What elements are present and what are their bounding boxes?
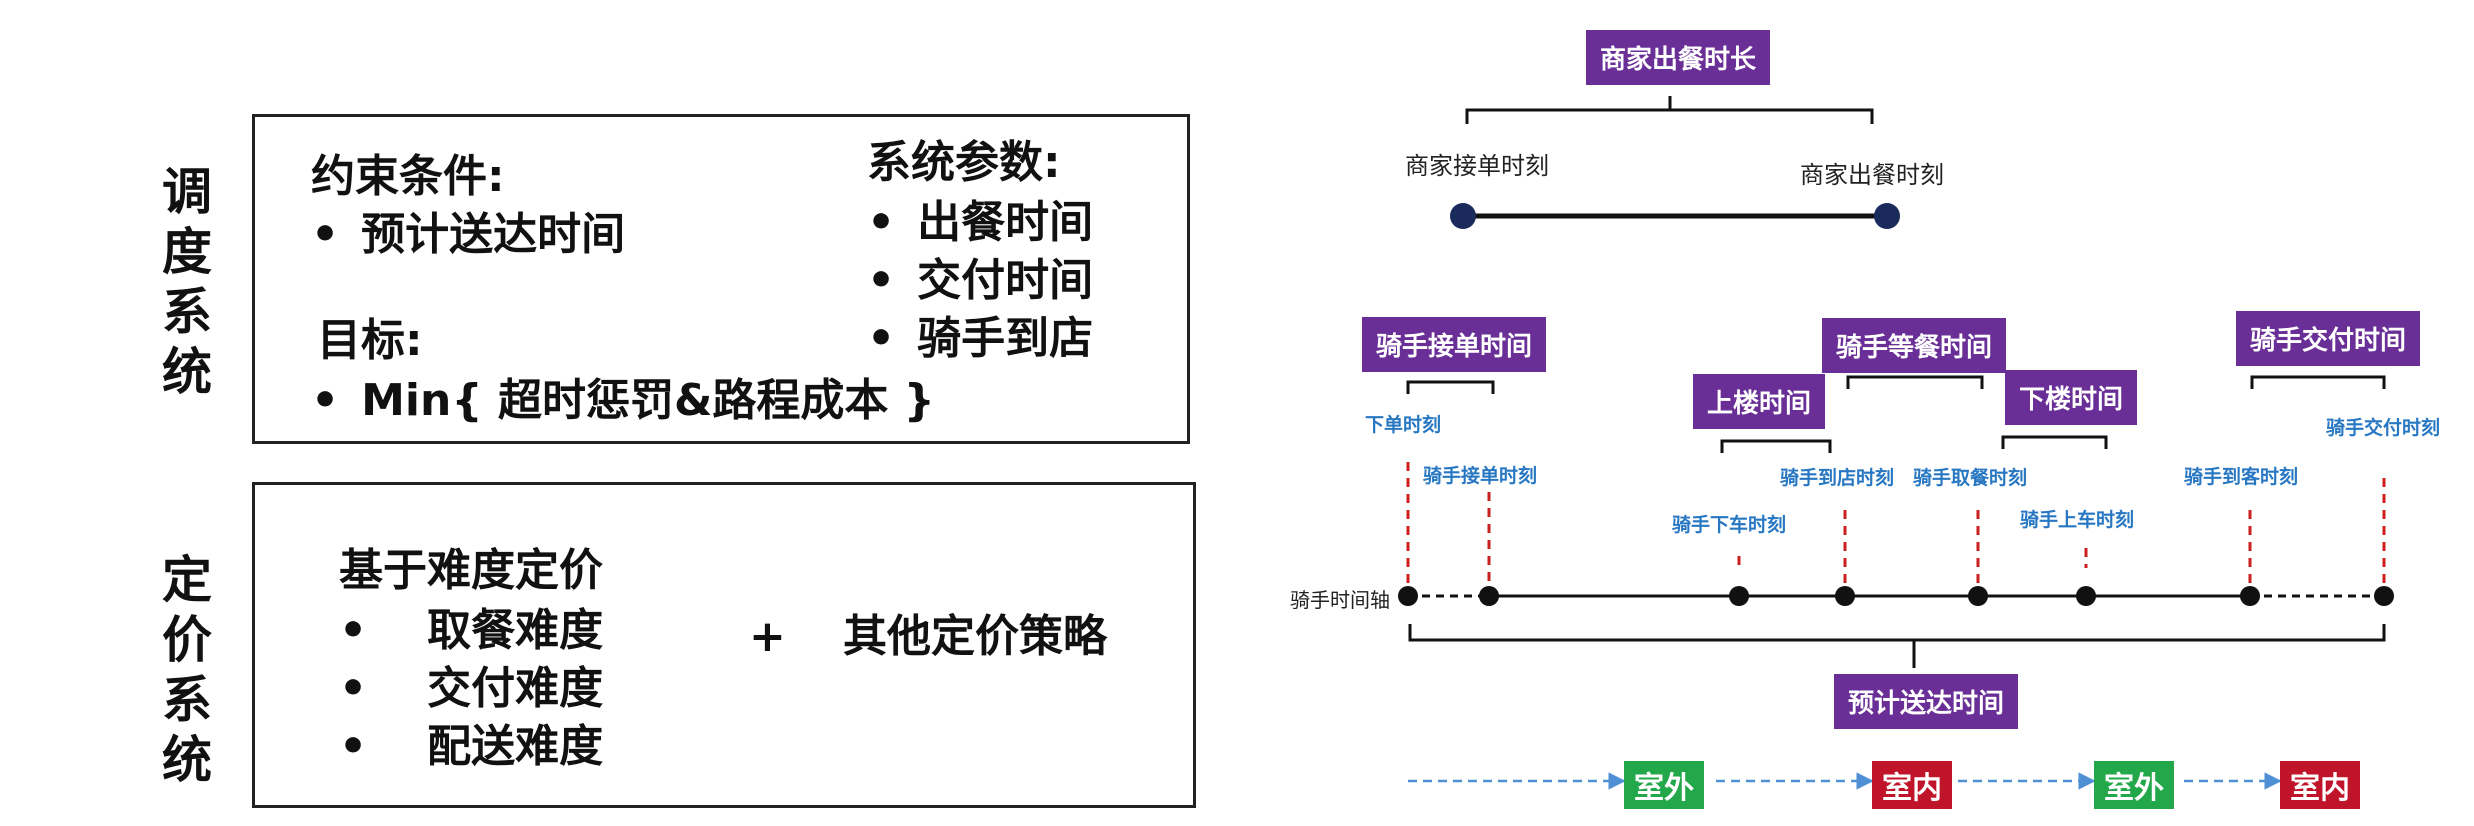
- order-moment: 下单时刻: [1365, 414, 1442, 436]
- goal-title: 目标:: [317, 315, 423, 366]
- dispatch-label-char: 统: [162, 343, 212, 401]
- merchant-duration-tag: 商家出餐时长: [1586, 30, 1771, 85]
- wait-duration-tag: 骑手等餐时间: [1822, 318, 2007, 373]
- other-pricing-strategies: 其他定价策略: [843, 611, 1107, 662]
- eta-duration-tag: 预计送达时间: [1834, 674, 2019, 729]
- zone-indoor: 室内: [1872, 761, 1952, 809]
- pricing-label-char: 系: [162, 671, 212, 729]
- rider-arrive-customer-moment: 骑手到客时刻: [2184, 466, 2299, 488]
- moment-markers: [1406, 462, 2386, 592]
- rider-accept-duration-tag: 骑手接单时间: [1362, 317, 1547, 372]
- params-title: 系统参数:: [867, 137, 1061, 188]
- rider-arrive-store-moment: 骑手到店时刻: [1780, 467, 1895, 489]
- pricing-item: 取餐难度: [339, 605, 603, 658]
- rider-accept-moment: 骑手接单时刻: [1423, 465, 1538, 487]
- upstairs-duration-tag: 上楼时间: [1693, 374, 1826, 429]
- merchant-start-node: [1450, 203, 1476, 229]
- params-item: 出餐时间: [867, 197, 1093, 250]
- merchant-bracket: [1465, 96, 1874, 124]
- pricing-label-char: 统: [162, 731, 212, 789]
- bracket-accept: [1406, 380, 1495, 394]
- bracket-wait: [1846, 375, 1984, 389]
- params-item: 交付时间: [867, 255, 1093, 308]
- dispatch-label-char: 调: [162, 163, 212, 221]
- bracket-downstairs: [2001, 435, 2108, 449]
- dispatch-label-char: 度: [162, 223, 212, 281]
- merchant-end-node: [1874, 203, 1900, 229]
- rider-delivered-moment: 骑手交付时刻: [2326, 417, 2441, 439]
- deliver-duration-tag: 骑手交付时间: [2236, 311, 2421, 366]
- pricing-label-char: 定: [162, 551, 212, 609]
- rider-get-off-moment: 骑手下车时刻: [1672, 514, 1787, 536]
- merchant-accept-moment: 商家接单时刻: [1405, 152, 1549, 180]
- rider-nodes: [1398, 586, 2394, 606]
- pricing-item: 配送难度: [339, 721, 603, 774]
- constraint-item: 预计送达时间: [311, 209, 625, 262]
- eta-bracket: [1408, 624, 2386, 668]
- dispatch-label-char: 系: [162, 283, 212, 341]
- dispatch-box: 约束条件: 预计送达时间 目标: Min{ 超时惩罚&路程成本 } 系统参数: …: [252, 114, 1190, 444]
- rider-get-on-moment: 骑手上车时刻: [2020, 509, 2135, 531]
- pricing-label-char: 价: [162, 611, 212, 669]
- rider-axis-label: 骑手时间轴: [1290, 588, 1390, 612]
- pricing-title: 基于难度定价: [339, 545, 603, 596]
- dispatch-system-label: 调 度 系 统: [162, 162, 212, 402]
- rider-pickup-moment: 骑手取餐时刻: [1913, 467, 2028, 489]
- pricing-system-label: 定 价 系 统: [162, 550, 212, 790]
- pricing-item: 交付难度: [339, 663, 603, 716]
- zone-outdoor: 室外: [2094, 761, 2174, 809]
- goal-item: Min{ 超时惩罚&路程成本 }: [311, 375, 935, 428]
- bracket-upstairs: [1720, 439, 1832, 453]
- constraint-title: 约束条件:: [311, 151, 505, 202]
- bracket-deliver: [2250, 375, 2386, 389]
- zone-outdoor: 室外: [1624, 761, 1704, 809]
- params-item: 骑手到店: [867, 313, 1093, 366]
- plus-sign: +: [749, 611, 786, 662]
- downstairs-duration-tag: 下楼时间: [2005, 370, 2138, 425]
- zone-indoor: 室内: [2280, 761, 2360, 809]
- pricing-box: 基于难度定价 取餐难度 交付难度 配送难度 + 其他定价策略: [252, 482, 1196, 808]
- merchant-ready-moment: 商家出餐时刻: [1800, 161, 1944, 189]
